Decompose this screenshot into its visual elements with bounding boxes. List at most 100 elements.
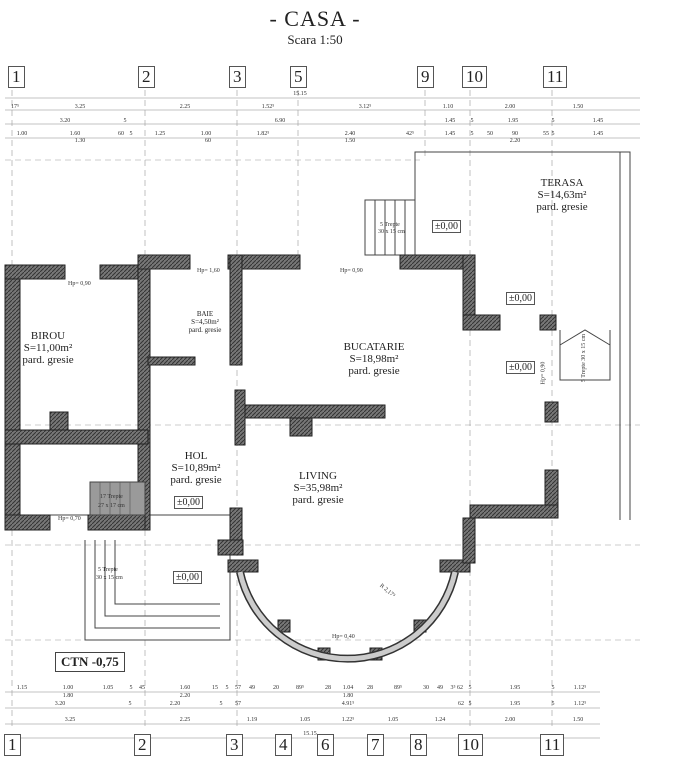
dimension-value: 28 [367,685,373,691]
dimension-value: 45 [139,685,145,691]
dimension-value: 1.45 [444,131,456,137]
sill-height-label: Hp= 0,90 [540,361,547,385]
room-name: BIROU [30,330,66,342]
dimension-value: 5 [551,131,555,137]
dimension-value: 60 [118,131,124,137]
dimension-value: 1.80 [342,693,354,699]
dimension-value: 5 [551,118,555,124]
dimension-value: 1.05 [387,717,399,723]
sill-height-label: Hp= 0,40 [332,634,355,640]
dimension-value: 1.05 [102,685,114,691]
dimension-value: 2.25 [179,104,191,110]
dimension-value: 5 [470,118,474,124]
dimension-value: 2.40 [344,131,356,137]
dimension-value: 1.50 [572,104,584,110]
dimension-value: 1.50 [344,138,356,144]
main-staircase [89,481,146,516]
dimension-value: 15 [212,685,218,691]
dimension-value: 5 [129,685,133,691]
dimension-value: 1.60 [69,131,81,137]
dimension-value: 5 [551,701,555,707]
dimension-value: 1.15 [16,685,28,691]
dimension-value: 4.91⁵ [341,701,355,707]
dimension-total: 15.15 [303,731,317,737]
room-floor: pard. gresie [536,201,588,213]
room-area: S=18,98m² [349,353,399,365]
dimension-value: 3.25 [64,717,76,723]
axis-label-top: 5 [290,66,307,88]
dimension-value: 50 [487,131,493,137]
dimension-value: 2.20 [179,693,191,699]
dimension-value: 1.22⁵ [341,717,355,723]
stair-size: 30 x 15 cm [378,229,405,235]
room-floor: pard. gresie [22,354,74,366]
dimension-value: 1.80 [62,693,74,699]
dimension-value: 57 [235,685,241,691]
dimension-value: 1.50 [572,717,584,723]
axis-label-bottom: 2 [134,734,151,756]
sill-height-label: Hp= 0,70 [58,516,81,522]
dimension-value: 55 [543,131,549,137]
dimension-value: 1.95 [509,685,521,691]
dimension-value: 1.52⁵ [261,104,275,110]
axis-label-bottom: 10 [458,734,483,756]
room-name: BAIE [196,310,214,318]
dimension-value: 62 [458,701,464,707]
dimension-value: 5 [129,131,133,137]
ground-level-label: CTN -0,75 [55,652,125,672]
dimension-value: 1.00 [62,685,74,691]
room-area: S=14,63m² [537,189,587,201]
dimension-value: 62 [457,685,463,691]
axis-label-top: 1 [8,66,25,88]
drawing-scale: Scara 1:50 [287,32,343,47]
dimension-value: 49 [249,685,255,691]
stair-label: 5 Trepte [380,222,400,228]
dimension-value: 1.45 [592,118,604,124]
dimension-value: 89⁵ [295,685,305,691]
dimension-value: 2.25 [179,717,191,723]
sill-height-label: Hp= 0,90 [340,268,363,274]
dimension-value: 42⁵ [405,131,415,137]
room-name: TERASA [540,177,584,189]
dimension-value: 1.12⁵ [573,685,587,691]
dimension-value: 1.45 [444,118,456,124]
axis-label-bottom: 6 [317,734,334,756]
dimension-value: 5 [470,131,474,137]
bay-window-arc [236,571,459,663]
axis-label-top: 3 [229,66,246,88]
room-living: LIVING S=35,98m² pard. gresie [292,470,343,506]
axis-label-top: 9 [417,66,434,88]
room-floor: pard. gresie [188,326,222,334]
axis-label-top: 2 [138,66,155,88]
dimension-value: 5 [225,685,229,691]
dimension-total: 15.15 [293,91,307,97]
dimension-value: 1.25 [154,131,166,137]
dimension-value: 5 [468,685,472,691]
level-marker: ±0,00 [174,496,203,509]
dimension-value: 1.12⁵ [573,701,587,707]
dimension-value: 1.95 [509,701,521,707]
room-bucatarie: BUCATARIE S=18,98m² pard. gresie [344,341,405,377]
dimension-value: 1.19 [246,717,258,723]
dimension-value: 3.25 [74,104,86,110]
dimension-value: 28 [325,685,331,691]
dimension-value: 60 [205,138,211,144]
axis-label-bottom: 3 [226,734,243,756]
room-floor: pard. gresie [170,474,222,486]
dimension-value: 1.95 [507,118,519,124]
drawing-title: - CASA - [269,6,361,31]
dimension-value: 5 [219,701,223,707]
dimension-value: 1.45 [592,131,604,137]
dimension-value: 3.20 [59,118,71,124]
dimension-value: 2.20 [169,701,181,707]
level-marker: ±0,00 [432,220,461,233]
dimension-value: 6.90 [274,118,286,124]
dimension-value: 5 [128,701,132,707]
dimension-value: 2.20 [509,138,521,144]
room-name: HOL [184,450,208,462]
dimension-value: 5 [551,685,555,691]
dimension-value: 1.05 [299,717,311,723]
axis-label-top: 10 [462,66,487,88]
sill-height-label: Hp= 0,90 [68,281,91,287]
dimension-value: 49 [437,685,443,691]
